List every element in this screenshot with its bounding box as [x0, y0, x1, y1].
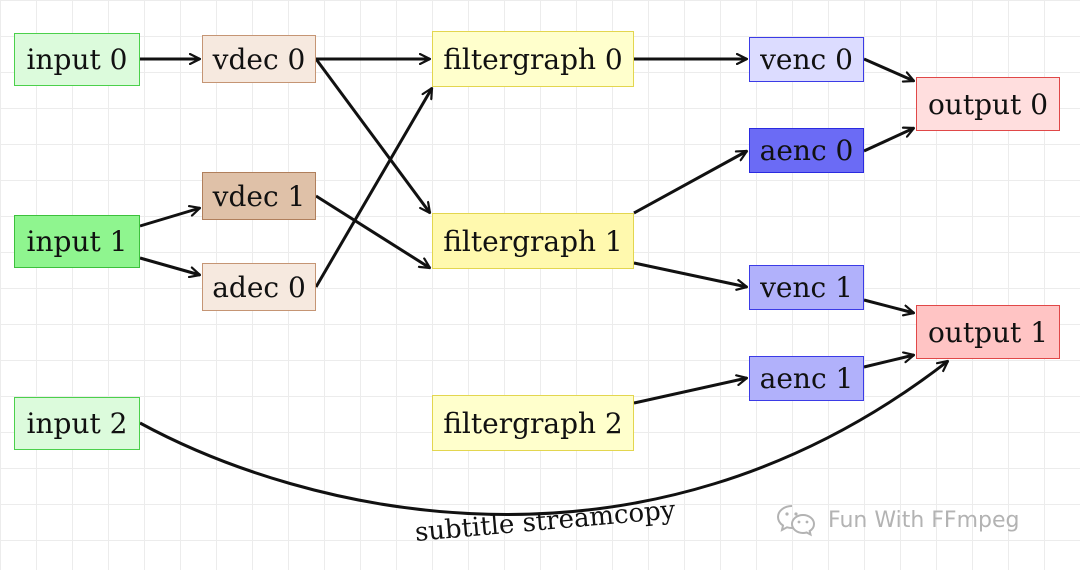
- edge-adec0-filtergraph0: [314, 88, 434, 288]
- input-1-node: input 1: [14, 215, 140, 268]
- venc-1-node: venc 1: [749, 265, 864, 310]
- edge-aenc1-output1: [863, 355, 914, 369]
- edge-vdec1-filtergraph1: [315, 194, 430, 270]
- edge-vdec0-filtergraph1: [314, 58, 432, 213]
- edge-filtergraph1-venc1: [633, 261, 747, 287]
- edge-input2-output1-subtitle: [139, 359, 948, 516]
- aenc-1-node: aenc 1: [749, 356, 864, 401]
- output-0-node: output 0: [916, 77, 1060, 131]
- filtergraph-1-node: filtergraph 1: [432, 213, 634, 269]
- aenc-0-node: aenc 0: [749, 128, 864, 173]
- edge-filtergraph2-aenc1: [633, 378, 747, 405]
- wechat-icon: [776, 505, 816, 537]
- edge-input1-adec0: [139, 256, 200, 275]
- watermark-text: Fun With FFmpeg: [828, 507, 1020, 533]
- vdec-0-node: vdec 0: [202, 35, 316, 83]
- input-2-node: input 2: [14, 397, 140, 450]
- filtergraph-0-node: filtergraph 0: [432, 31, 634, 87]
- edge-venc0-output0: [863, 57, 914, 81]
- edge-input1-vdec1: [139, 208, 200, 228]
- edge-aenc0-output0: [863, 128, 914, 153]
- watermark: Fun With FFmpeg: [776, 503, 1019, 537]
- input-0-node: input 0: [14, 33, 140, 86]
- adec-0-node: adec 0: [202, 263, 316, 311]
- edge-venc1-output1: [863, 298, 914, 313]
- venc-0-node: venc 0: [749, 37, 864, 82]
- output-1-node: output 1: [916, 305, 1060, 359]
- edge-filtergraph1-aenc0: [633, 149, 747, 215]
- filtergraph-2-node: filtergraph 2: [432, 395, 634, 451]
- vdec-1-node: vdec 1: [202, 172, 316, 220]
